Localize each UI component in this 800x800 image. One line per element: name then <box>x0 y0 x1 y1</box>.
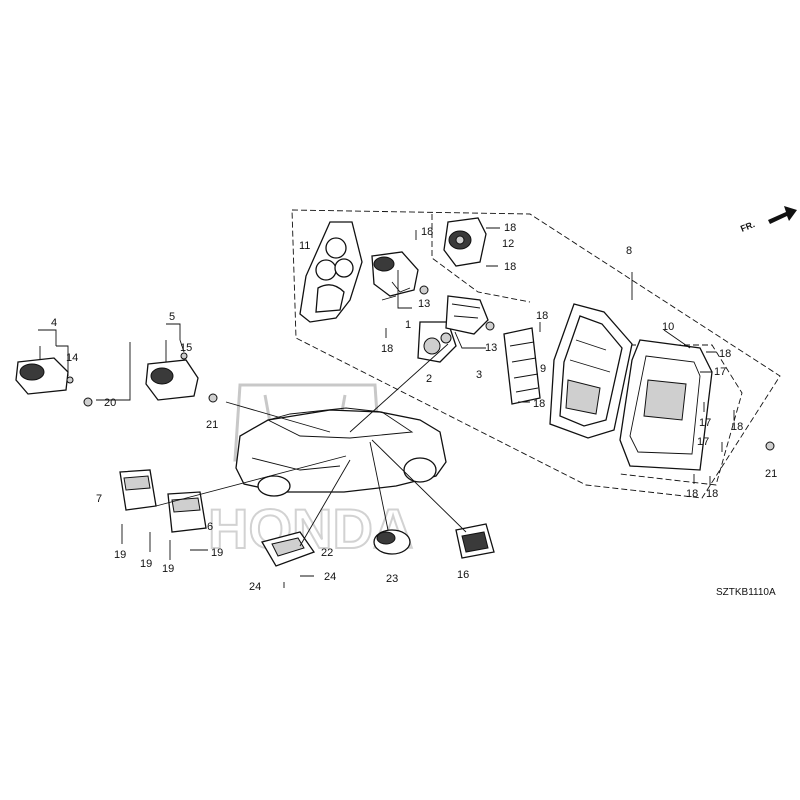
callout-7: 7 <box>96 493 102 505</box>
callout-18i: 18 <box>686 488 698 500</box>
callout-1: 1 <box>405 319 411 331</box>
callout-4: 4 <box>51 317 57 329</box>
part-23-knob <box>373 529 411 555</box>
callout-21b: 21 <box>765 468 777 480</box>
part-22-switch <box>261 531 316 567</box>
callout-18h: 18 <box>731 421 743 433</box>
part-7-switch <box>119 469 157 511</box>
part-3-switch <box>445 295 489 335</box>
callout-17a: 17 <box>714 366 726 378</box>
callout-18g: 18 <box>719 348 731 360</box>
part-9-switch-panel <box>503 327 541 405</box>
callout-18e: 18 <box>536 310 548 322</box>
assembly-8-boundary <box>291 209 781 499</box>
callout-6: 6 <box>207 521 213 533</box>
part-12-switch <box>443 217 487 267</box>
callout-labels: 1 2 3 4 5 6 7 8 9 10 11 12 13 13 14 15 1… <box>51 222 777 593</box>
part-10-bracket <box>619 339 713 471</box>
leader-lines <box>38 270 691 547</box>
callout-10: 10 <box>662 321 674 333</box>
callout-18b: 18 <box>504 222 516 234</box>
callout-12: 12 <box>502 238 514 250</box>
callout-24a: 24 <box>249 581 261 593</box>
callout-19a: 19 <box>114 549 126 561</box>
callout-23: 23 <box>386 573 398 585</box>
part-6-switch <box>167 491 207 533</box>
front-direction-indicator: FR. <box>739 206 797 234</box>
callout-20: 20 <box>104 397 116 409</box>
callout-8: 8 <box>626 245 632 257</box>
callout-3: 3 <box>476 369 482 381</box>
callout-21a: 21 <box>206 419 218 431</box>
callout-19d: 19 <box>211 547 223 559</box>
callout-13a: 13 <box>418 298 430 310</box>
callout-16: 16 <box>457 569 469 581</box>
part-11-console-cover <box>299 221 363 323</box>
callout-11: 11 <box>299 240 310 252</box>
part-16-switch <box>455 523 495 559</box>
callout-13b: 13 <box>485 342 497 354</box>
callout-15: 15 <box>180 342 192 354</box>
callout-14: 14 <box>66 352 78 364</box>
assembly-10-boundary <box>619 344 743 486</box>
callout-19c: 19 <box>162 563 174 575</box>
callout-24b: 24 <box>324 571 336 583</box>
callout-22: 22 <box>321 547 333 559</box>
fasteners <box>66 227 775 588</box>
callout-18f: 18 <box>533 398 545 410</box>
callout-18d: 18 <box>381 343 393 355</box>
callout-2: 2 <box>426 373 432 385</box>
callout-18j: 18 <box>706 488 718 500</box>
part-1-switch <box>371 251 419 297</box>
callout-19b: 19 <box>140 558 152 570</box>
part-2-switch <box>417 321 457 363</box>
assembly-12-boundary <box>431 214 531 303</box>
front-label: FR. <box>739 219 756 234</box>
callout-9: 9 <box>540 363 546 375</box>
callout-17c: 17 <box>697 436 709 448</box>
part-4-knob <box>15 357 69 395</box>
part-5-knob <box>145 359 199 401</box>
callout-18a: 18 <box>421 226 433 238</box>
part-8-panel <box>549 303 633 439</box>
callout-18c: 18 <box>504 261 516 273</box>
diagram-code: SZTKB1110A <box>716 587 776 598</box>
callout-17b: 17 <box>699 417 711 429</box>
vehicle-outline <box>235 407 447 497</box>
callout-5: 5 <box>169 311 175 323</box>
arrow-right-icon <box>768 206 797 224</box>
